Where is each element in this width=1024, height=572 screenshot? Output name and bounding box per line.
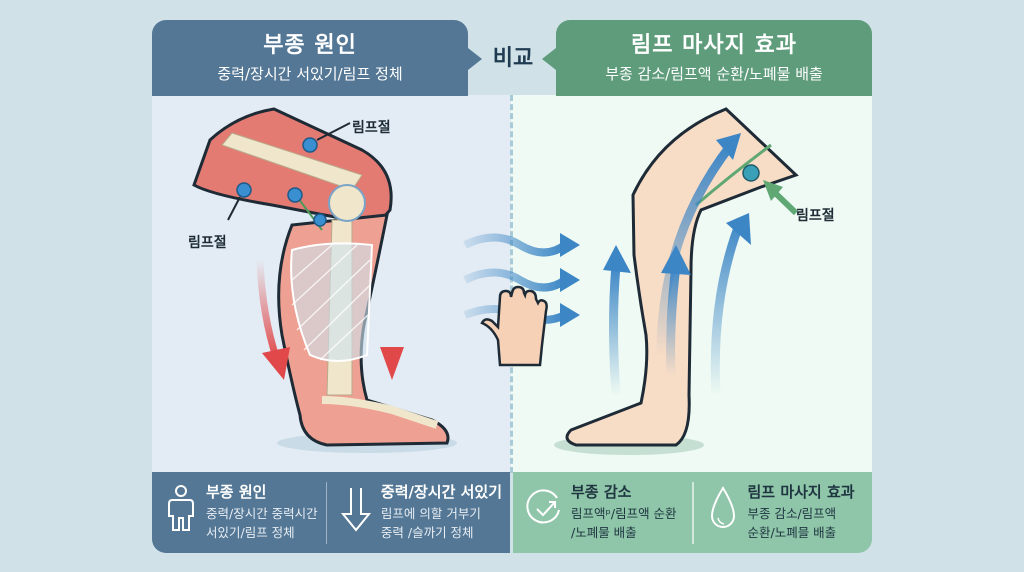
wave-arrow-icon	[463, 233, 580, 367]
cause-card: 부종 원인 중력/장시간 중력시간 서있기/림프 정체	[152, 472, 326, 553]
gravity-title: 중력/장시간 서있기	[380, 483, 502, 501]
person-icon	[168, 485, 194, 531]
gravity-line-2: 중력 /슬까기 정체	[380, 525, 474, 540]
down-arrow-icon	[340, 488, 371, 532]
cause-line-2: 서있기/림프 정체	[206, 525, 295, 540]
down-arrow-icon	[256, 259, 281, 362]
gravity-line-1: 림프에 의할 거부기	[380, 506, 481, 521]
edema-reduction-title: 부종 감소	[571, 483, 632, 501]
edema-reduction-card: 부종 감소 림프액ᵖ/림프액 순환 /노폐물 배출	[513, 472, 692, 553]
leg-icon	[554, 107, 799, 455]
header-massage-effect: 림프 마사지 효과 부종 감소/림프액 순환/노폐물 배출	[542, 20, 872, 96]
bottom-right-separator	[691, 481, 694, 544]
massage-effect-line-1: 부종 감소/림프액	[747, 506, 837, 521]
bottom-left-separator	[325, 481, 327, 544]
leg-anatomy-icon	[192, 107, 457, 453]
compare-label: 비교	[492, 46, 534, 71]
massage-effect-line-2: 순환/노폐믈 배출	[747, 525, 837, 540]
cause-title: 부종 원인	[206, 483, 267, 501]
bottom-panel-cause: 부종 원인 중력/장시간 중력시간 서있기/림프 정체 중력/장시간 서있기 림…	[152, 472, 510, 553]
lymph-node-label-3: 림프절	[796, 208, 835, 224]
gravity-card: 중력/장시간 서있기 림프에 의할 거부기 중력 /슬까기 정체	[327, 472, 510, 553]
edema-reduction-line-2: /노폐물 배출	[571, 525, 637, 540]
lymph-node-label-2: 림프절	[188, 235, 227, 251]
check-circle-icon	[526, 489, 560, 524]
cause-line-1: 중력/장시간 중력시간	[206, 506, 318, 521]
panel-divider	[510, 95, 513, 473]
header-right-title: 림프 마사지 효과	[631, 33, 797, 58]
header-right-subtitle: 부종 감소/림프액 순환/노폐물 배출	[605, 65, 823, 83]
hand-icon	[480, 285, 548, 367]
header-left-subtitle: 중력/장시간 서있기/림프 정체	[217, 65, 403, 83]
header-edema-cause: 부종 원인 중력/장시간 서있기/림프 정체	[152, 20, 482, 96]
massage-effect-card: 림프 마사지 효과 부종 감소/림프액 순환/노폐믈 배출	[694, 472, 873, 553]
massage-effect-title: 림프 마사지 효과	[747, 483, 855, 501]
header-left-title: 부종 원인	[263, 33, 357, 58]
bottom-panel-effect: 부종 감소 림프액ᵖ/림프액 순환 /노폐물 배출 림프 마사지 효과 부종 감…	[513, 472, 872, 553]
water-drop-icon	[710, 486, 735, 528]
edema-reduction-line-1: 림프액ᵖ/림프액 순환	[571, 506, 677, 521]
lymph-node-label-1: 림프절	[352, 120, 391, 136]
